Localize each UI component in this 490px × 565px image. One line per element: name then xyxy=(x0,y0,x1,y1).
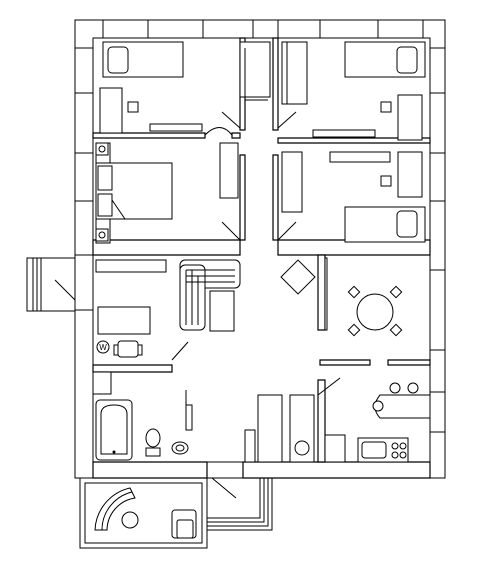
shelf xyxy=(92,371,112,395)
sink-knob xyxy=(372,400,384,412)
burner xyxy=(399,451,407,459)
bedroom-middle-left xyxy=(95,142,239,244)
burner xyxy=(391,442,399,450)
pillow xyxy=(396,210,418,238)
balcony xyxy=(79,477,208,549)
chair xyxy=(347,323,361,337)
bedroom-top-right xyxy=(281,41,426,141)
hallway: W xyxy=(95,259,241,358)
corridor-link xyxy=(207,478,273,531)
desk xyxy=(99,87,123,134)
bathroom xyxy=(92,371,193,461)
bedroom-middle-right xyxy=(281,151,426,243)
stove-burner xyxy=(407,382,419,394)
wardrobe xyxy=(219,142,239,199)
burner xyxy=(399,442,407,450)
pillow xyxy=(97,165,113,191)
toilet-bowl xyxy=(145,428,161,448)
bathtub xyxy=(95,399,133,461)
chair xyxy=(380,101,392,113)
bedroom-top-left xyxy=(99,41,271,134)
pillow xyxy=(97,193,113,217)
shelf xyxy=(329,151,391,163)
cabinet xyxy=(257,394,283,463)
shelf xyxy=(149,123,203,132)
door xyxy=(185,404,193,431)
curved-sofa xyxy=(94,487,136,531)
balcony-outline xyxy=(79,477,208,549)
chair xyxy=(389,285,403,299)
chair xyxy=(127,101,139,113)
desk xyxy=(397,151,423,198)
wardrobe xyxy=(281,151,303,213)
wardrobe xyxy=(281,41,308,105)
fridge xyxy=(324,434,346,463)
armchair-arm xyxy=(113,344,119,356)
pillow xyxy=(396,46,418,74)
door-leaf xyxy=(244,429,256,463)
utility-closet xyxy=(244,394,315,463)
round-table xyxy=(121,511,139,529)
windows xyxy=(74,19,446,479)
chair xyxy=(347,285,361,299)
toilet-tank xyxy=(145,447,161,457)
washer-icon xyxy=(96,340,110,354)
kitchen xyxy=(324,382,431,463)
shelf xyxy=(312,129,376,138)
sink xyxy=(361,441,387,459)
pillow xyxy=(107,46,129,74)
living-room xyxy=(280,257,403,337)
hall-table xyxy=(97,306,151,335)
entrance-bay xyxy=(26,257,76,312)
boiler xyxy=(294,440,310,456)
partition xyxy=(324,257,328,331)
dining-table xyxy=(356,293,394,331)
burner xyxy=(391,451,399,459)
armchair-rotated xyxy=(280,259,316,295)
chair xyxy=(389,323,403,337)
stove-burner xyxy=(389,382,401,394)
hall-shelf xyxy=(95,259,167,273)
armchair xyxy=(117,340,139,358)
coffee-table xyxy=(209,290,235,332)
washer-label: W xyxy=(99,343,107,352)
armchair-arm xyxy=(137,344,143,356)
chair xyxy=(380,175,392,187)
desk xyxy=(397,94,423,141)
